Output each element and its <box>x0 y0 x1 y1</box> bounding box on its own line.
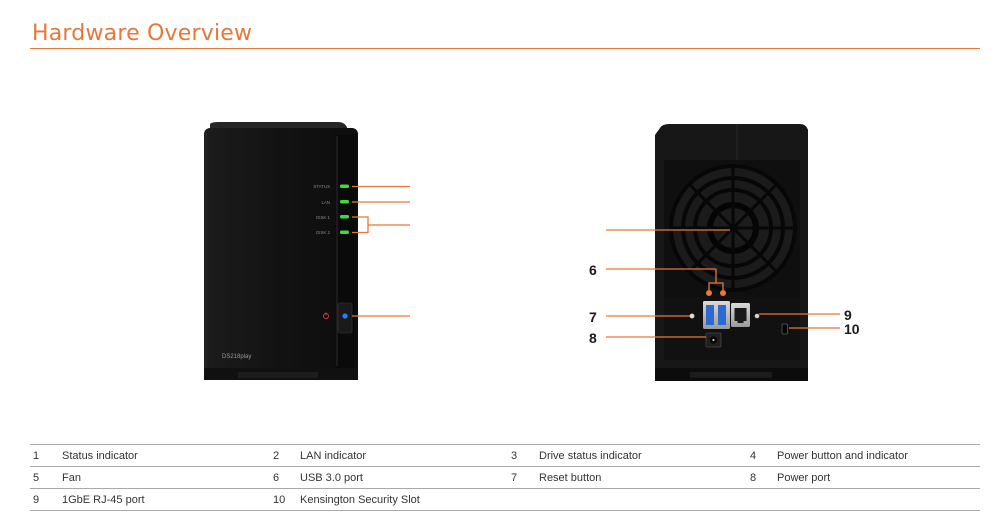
callout-number-9: 9 <box>844 307 852 323</box>
led-label-disk1: DISK 1 <box>316 215 330 220</box>
disk2-led <box>340 230 349 234</box>
callout-number-10: 10 <box>844 321 860 337</box>
led-label-status: STATUS <box>313 184 330 189</box>
part-number: 5 <box>30 466 62 489</box>
part-label: Status indicator <box>62 444 270 467</box>
part-number: 2 <box>270 444 300 467</box>
title-divider <box>30 48 980 50</box>
callout-number-7: 7 <box>589 309 597 325</box>
part-number: 10 <box>270 488 300 511</box>
kensington-slot <box>781 323 788 335</box>
part-label: Fan <box>62 466 270 489</box>
part-number <box>747 488 777 511</box>
part-number: 3 <box>508 444 539 467</box>
power-indicator <box>342 313 348 319</box>
part-label <box>777 488 980 511</box>
callout-dots <box>706 290 726 296</box>
front-callouts <box>352 185 410 317</box>
part-label: 1GbE RJ-45 port <box>62 488 270 511</box>
part-number <box>508 488 539 511</box>
usb-port-1 <box>706 305 714 325</box>
part-label: Power port <box>777 466 980 489</box>
usb-port-2 <box>718 305 726 325</box>
table-row: 1 Status indicator 2 LAN indicator 3 Dri… <box>30 444 980 467</box>
page-title: Hardware Overview <box>32 21 253 46</box>
part-number: 7 <box>508 466 539 489</box>
rj45-port <box>734 308 747 321</box>
nas-back-view <box>655 124 808 381</box>
callout-number-8: 8 <box>589 330 597 346</box>
led-label-disk2: DISK 2 <box>316 230 330 235</box>
part-number: 4 <box>747 444 777 467</box>
back-callouts <box>606 229 840 338</box>
part-number: 6 <box>270 466 300 489</box>
reset-button <box>689 313 695 319</box>
part-label <box>539 488 747 511</box>
status-led <box>340 184 349 188</box>
fan <box>664 160 800 298</box>
lan-led <box>340 200 349 204</box>
part-label: USB 3.0 port <box>300 466 508 489</box>
part-number: 1 <box>30 444 62 467</box>
usb-ports <box>703 301 730 329</box>
part-label: Drive status indicator <box>539 444 747 467</box>
table-row: 9 1GbE RJ-45 port 10 Kensington Security… <box>30 488 980 511</box>
nas-front-body <box>204 128 358 373</box>
nas-front-view: STATUS LAN DISK 1 DISK 2 DS218play <box>204 122 358 380</box>
parts-legend-table: 1 Status indicator 2 LAN indicator 3 Dri… <box>30 444 980 511</box>
disk1-led <box>340 215 349 219</box>
table-row: 5 Fan 6 USB 3.0 port 7 Reset button 8 Po… <box>30 466 980 489</box>
part-label: Power button and indicator <box>777 444 980 467</box>
led-label-lan: LAN <box>321 200 330 205</box>
callout-numbers: 6 7 8 9 10 <box>589 262 860 346</box>
part-label: Kensington Security Slot <box>300 488 508 511</box>
part-number: 9 <box>30 488 62 511</box>
part-number: 8 <box>747 466 777 489</box>
part-label: Reset button <box>539 466 747 489</box>
model-label: DS218play <box>222 354 251 360</box>
callout-number-6: 6 <box>589 262 597 278</box>
part-label: LAN indicator <box>300 444 508 467</box>
